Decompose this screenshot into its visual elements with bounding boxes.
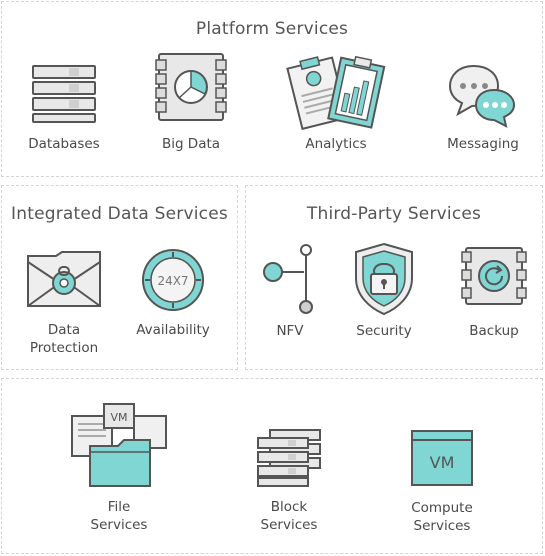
security-item[interactable]: Security <box>352 242 416 348</box>
block-services-icon <box>257 429 321 487</box>
nfv-icon <box>263 244 313 314</box>
big-data-icon <box>155 53 227 121</box>
messaging-item[interactable]: Messaging <box>447 60 519 160</box>
availability-badge: 24X7 <box>157 274 188 288</box>
backup-icon <box>461 247 527 305</box>
nfv-item[interactable]: NFV <box>262 244 318 348</box>
file-services-label-line1: File <box>107 499 131 515</box>
data-protection-item[interactable]: Data Protection <box>26 250 102 360</box>
infrastructure-services-panel <box>1 378 543 554</box>
messaging-label: Messaging <box>447 136 519 152</box>
file-services-icon: VM <box>71 403 167 487</box>
analytics-item[interactable]: Analytics <box>286 52 386 160</box>
security-lock-icon <box>355 242 413 316</box>
availability-icon: 24X7 <box>142 249 204 311</box>
file-services-item[interactable]: VM File Services <box>70 402 168 538</box>
availability-label: Availability <box>136 322 210 338</box>
database-icon <box>32 65 96 123</box>
integrated-data-services-panel: Integrated Data Services <box>1 185 238 370</box>
block-services-label-line2: Services <box>260 517 318 533</box>
security-label: Security <box>356 323 412 339</box>
backup-item[interactable]: Backup <box>461 246 527 348</box>
file-services-label-line2: Services <box>90 517 148 533</box>
data-protection-label-line2: Protection <box>29 340 99 356</box>
big-data-label: Big Data <box>161 136 221 152</box>
data-protection-icon <box>27 251 101 307</box>
integrated-data-services-title: Integrated Data Services <box>11 204 228 224</box>
compute-services-label-line1: Compute <box>411 500 473 516</box>
analytics-icon <box>286 55 386 131</box>
platform-services-panel: Platform Services <box>1 1 543 177</box>
compute-vm-badge: VM <box>430 453 455 472</box>
compute-services-label-line2: Services <box>413 518 471 534</box>
block-services-item[interactable]: Block Services <box>256 428 322 538</box>
compute-services-icon: VM <box>411 430 473 486</box>
third-party-services-panel: Third-Party Services <box>245 185 543 370</box>
block-services-label-line1: Block <box>270 499 308 515</box>
analytics-label: Analytics <box>305 136 367 152</box>
third-party-services-title: Third-Party Services <box>306 204 482 224</box>
compute-services-item[interactable]: VM Compute Services <box>411 430 473 538</box>
platform-services-title: Platform Services <box>195 19 349 39</box>
databases-item[interactable]: Databases <box>28 60 100 160</box>
nfv-label: NFV <box>276 323 304 339</box>
data-protection-label-line1: Data <box>47 322 81 338</box>
databases-label: Databases <box>28 136 100 152</box>
file-services-vm-badge: VM <box>110 411 127 424</box>
messaging-icon <box>448 64 516 128</box>
backup-label: Backup <box>469 323 519 339</box>
availability-item[interactable]: 24X7 Availability <box>136 248 210 348</box>
big-data-item[interactable]: Big Data <box>155 52 227 160</box>
